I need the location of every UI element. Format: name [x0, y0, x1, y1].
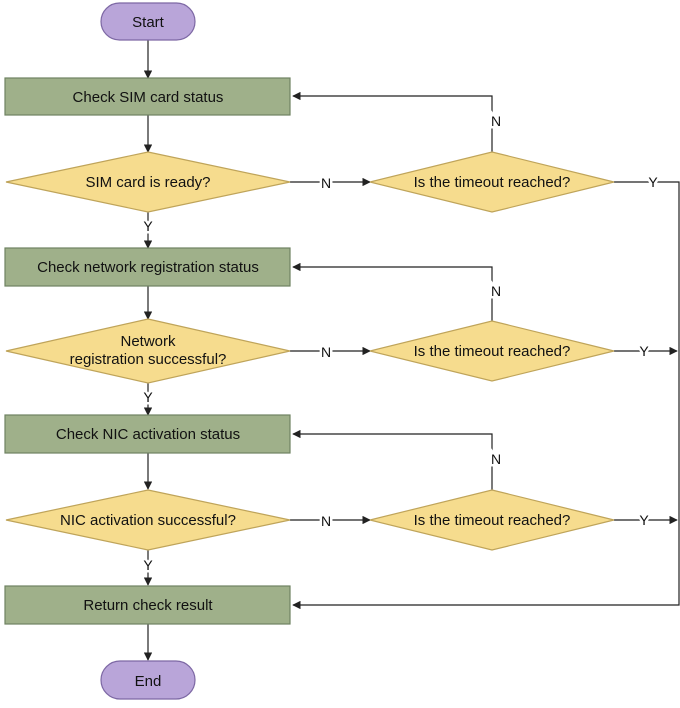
edge-timeout-3-no	[292, 429, 493, 490]
edge-timeout-1-yes	[292, 181, 680, 610]
timeout-1-label: Is the timeout reached?	[414, 174, 571, 191]
timeout-1-decision: Is the timeout reached?	[369, 151, 615, 213]
sim-ready-yes-label: Y	[143, 218, 153, 234]
timeout-3-decision: Is the timeout reached?	[369, 489, 615, 551]
sim-ready-decision: SIM card is ready?	[5, 151, 291, 213]
timeout-3-no-label: N	[491, 451, 501, 467]
nic-ok-yes-label: Y	[143, 557, 153, 573]
timeout-2-no-label: N	[491, 283, 501, 299]
network-ok-label-line2: registration successful?	[70, 351, 227, 368]
check-nic-label: Check NIC activation status	[56, 426, 240, 443]
timeout-1-yes-label: Y	[648, 174, 658, 190]
timeout-2-label: Is the timeout reached?	[414, 343, 571, 360]
sim-ready-label: SIM card is ready?	[85, 174, 210, 191]
start-label: Start	[132, 14, 165, 31]
check-sim-label: Check SIM card status	[73, 89, 224, 106]
end-node: End	[100, 660, 196, 700]
timeout-2-yes-label: Y	[639, 343, 649, 359]
sim-ready-no-label: N	[321, 175, 331, 191]
edge-timeout-1-no	[292, 91, 493, 152]
network-ok-decision: Network registration successful?	[5, 318, 291, 384]
timeout-2-decision: Is the timeout reached?	[369, 320, 615, 382]
edge-timeout-2-no	[292, 262, 493, 321]
timeout-1-no-label: N	[491, 113, 501, 129]
check-network-label: Check network registration status	[37, 259, 259, 276]
timeout-3-yes-label: Y	[639, 512, 649, 528]
end-label: End	[135, 673, 162, 690]
check-network-node: Check network registration status	[4, 247, 291, 287]
nic-ok-decision: NIC activation successful?	[5, 489, 291, 551]
return-result-node: Return check result	[4, 585, 291, 625]
timeout-3-label: Is the timeout reached?	[414, 512, 571, 529]
network-ok-no-label: N	[321, 344, 331, 360]
network-ok-label-line1: Network	[120, 333, 176, 350]
return-result-label: Return check result	[83, 597, 213, 614]
edges	[143, 40, 680, 661]
nic-ok-no-label: N	[321, 513, 331, 529]
nic-ok-label: NIC activation successful?	[60, 512, 236, 529]
check-sim-node: Check SIM card status	[4, 77, 291, 116]
network-ok-yes-label: Y	[143, 389, 153, 405]
check-nic-node: Check NIC activation status	[4, 414, 291, 454]
start-node: Start	[100, 2, 196, 41]
edge-labels: N N Y Y N N Y Y N N Y Y	[141, 111, 661, 576]
